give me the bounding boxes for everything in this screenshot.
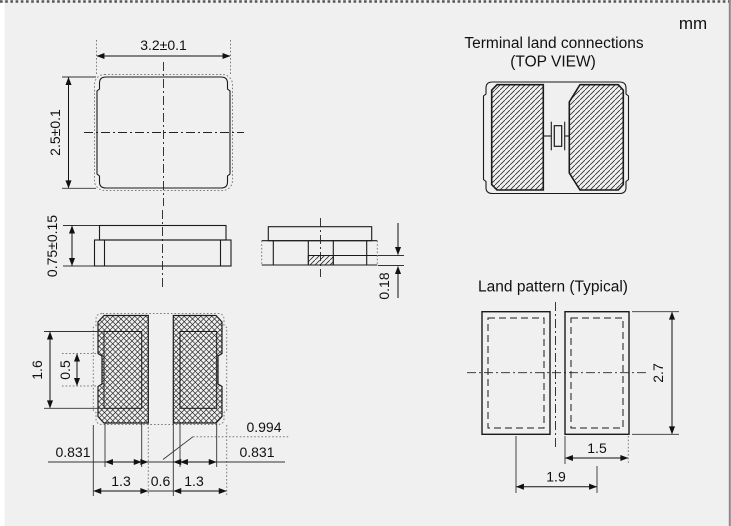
electrode-gap-label: 0.994 bbox=[246, 419, 281, 435]
terminal-1-pad bbox=[490, 83, 545, 191]
pad-gap-label: 0.6 bbox=[151, 473, 171, 489]
land-pattern-title: Land pattern (Typical) bbox=[478, 279, 628, 296]
left-pad-width-label: 1.3 bbox=[111, 473, 131, 489]
left-electrode-inner bbox=[103, 331, 143, 409]
right-pad-width-label: 1.3 bbox=[184, 473, 204, 489]
package-outline-dotted bbox=[92, 313, 228, 425]
land-pattern-view: Land pattern (Typical) 2.7 1.5 1.9 bbox=[467, 279, 679, 493]
crystal-symbol bbox=[543, 121, 570, 151]
left-land bbox=[481, 311, 551, 436]
unit-label: mm bbox=[679, 14, 707, 33]
thickness-dimension-label: 0.75±0.15 bbox=[44, 215, 60, 277]
leader-line bbox=[162, 436, 194, 460]
package-side-view: 0.75±0.15 bbox=[44, 210, 232, 290]
terminal-land-view: Terminal land connections (TOP VIEW) bbox=[464, 35, 644, 195]
land-width-label: 1.5 bbox=[587, 440, 607, 456]
terminal-land-title: Terminal land connections bbox=[464, 35, 643, 52]
left-electrode-pad bbox=[97, 314, 149, 424]
electrode-length-label: 1.6 bbox=[29, 360, 45, 380]
left-electrode-width-label: 0.831 bbox=[55, 444, 90, 460]
metallization-dimension-label: 0.18 bbox=[376, 272, 392, 299]
right-electrode-pad bbox=[172, 314, 223, 424]
land-pitch-label: 1.9 bbox=[546, 469, 566, 485]
package-bottom-view: 1.6 0.5 0.831 0.831 0.994 1.3 0.6 1.3 bbox=[29, 313, 290, 496]
terminal-land-subtitle: (TOP VIEW) bbox=[510, 54, 596, 71]
castellation-label: 0.5 bbox=[57, 360, 73, 380]
right-electrode-inner bbox=[179, 331, 218, 409]
land-height-label: 2.7 bbox=[650, 363, 666, 383]
package-top-view: 3.2±0.1 2.5±0.1 bbox=[47, 37, 244, 206]
width-dimension-label: 3.2±0.1 bbox=[140, 37, 187, 53]
crystal-body bbox=[553, 125, 563, 147]
left-margin bbox=[0, 3, 5, 526]
right-electrode-width-label: 0.831 bbox=[239, 444, 274, 460]
package-end-view: 0.18 bbox=[261, 218, 404, 300]
terminal-2-pad bbox=[568, 83, 625, 191]
package-outline bbox=[96, 76, 231, 189]
height-dimension-label: 2.5±0.1 bbox=[47, 109, 63, 156]
package-outline bbox=[482, 81, 630, 195]
